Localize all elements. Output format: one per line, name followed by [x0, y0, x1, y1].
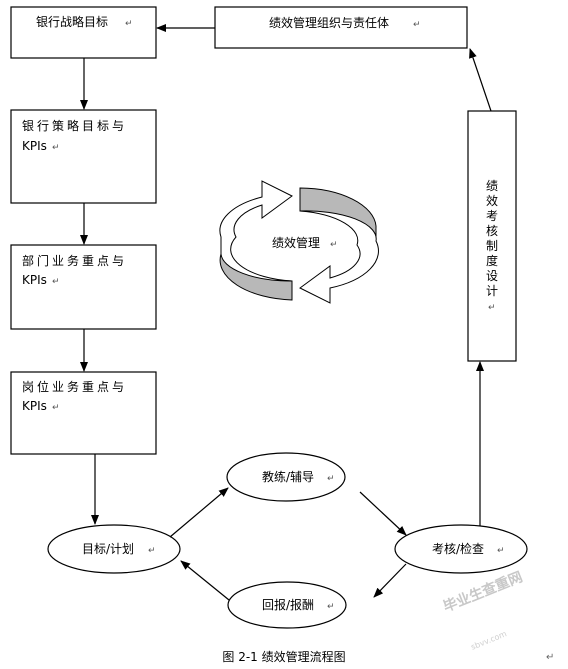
bank-strategy-goal-kpis-box: 银行策略目标与 KPIs ↵ [10, 109, 157, 204]
paragraph-mark: ↵ [52, 403, 60, 413]
bank-strategic-goal-label: 银行战略目标 [36, 14, 108, 29]
dept-focus-kpis-box: 部门业务重点与 KPIs ↵ [10, 244, 157, 330]
paragraph-mark: ↵ [330, 240, 338, 250]
paragraph-mark: ↵ [488, 303, 496, 313]
coaching-node: 教练/辅导 ↵ [226, 452, 346, 502]
appraisal-system-design-char: 度 [486, 253, 498, 268]
paragraph-mark: ↵ [497, 546, 505, 556]
arrow-review-to-reward [373, 563, 407, 598]
appraisal-system-design-char: 核 [486, 224, 498, 238]
perf-org-responsibility-box: 绩效管理组织与责任体 ↵ [214, 6, 468, 49]
paragraph-mark: ↵ [546, 652, 555, 663]
goal-plan-label: 目标/计划 [82, 542, 134, 556]
arrow-goal-plan-to-coaching [169, 487, 229, 538]
paragraph-mark: ↵ [52, 277, 60, 287]
appraisal-system-design-char: 考 [486, 209, 498, 223]
paragraph-mark: ↵ [327, 474, 335, 484]
review-check-node: 考核/检查 ↵ [394, 524, 528, 574]
appraisal-system-design-char: 效 [486, 193, 498, 208]
position-focus-kpis-box: 岗位业务重点与 KPIs ↵ [10, 371, 157, 455]
paragraph-mark: ↵ [327, 602, 335, 612]
dept-focus-kpis-label-line2: KPIs [22, 273, 47, 287]
dept-focus-kpis-label-line1: 部门业务重点与 [22, 253, 127, 268]
flow-connectors [80, 24, 492, 601]
paragraph-mark: ↵ [52, 143, 60, 153]
paragraph-mark: ↵ [148, 546, 156, 556]
reward-label: 回报/报酬 [262, 597, 314, 612]
position-focus-kpis-label-line1: 岗位业务重点与 [22, 379, 127, 394]
perf-management-center-label: 绩效管理 [272, 235, 320, 250]
perf-org-responsibility-label: 绩效管理组织与责任体 [269, 15, 389, 30]
bank-strategic-goal-box: 银行战略目标 ↵ [10, 6, 157, 59]
paragraph-mark: ↵ [413, 20, 421, 30]
arrow-coaching-to-review [359, 491, 407, 536]
appraisal-system-design-char: 绩 [486, 179, 498, 193]
coaching-label: 教练/辅导 [262, 469, 314, 484]
review-check-label: 考核/检查 [432, 541, 484, 556]
appraisal-system-design-char: 制 [486, 239, 498, 253]
position-focus-kpis-label-line2: KPIs [22, 399, 47, 413]
appraisal-system-design-char: 计 [486, 284, 498, 298]
goal-plan-node: 目标/计划 ↵ [47, 524, 181, 574]
arrow-appraisal-design-to-org [469, 48, 492, 112]
bank-strategy-goal-kpis-label-line2: KPIs [22, 139, 47, 153]
bank-strategy-goal-kpis-label-line1: 银行策略目标与 [22, 118, 127, 133]
arrow-reward-to-goal-plan [180, 560, 230, 601]
appraisal-system-design-char: 设 [486, 269, 498, 283]
reward-node: 回报/报酬 ↵ [227, 581, 347, 629]
cycle-arrows-icon: 绩效管理 ↵ [219, 180, 379, 304]
figure-caption: 图 2-1 绩效管理流程图 [222, 650, 346, 664]
paragraph-mark: ↵ [125, 19, 133, 29]
